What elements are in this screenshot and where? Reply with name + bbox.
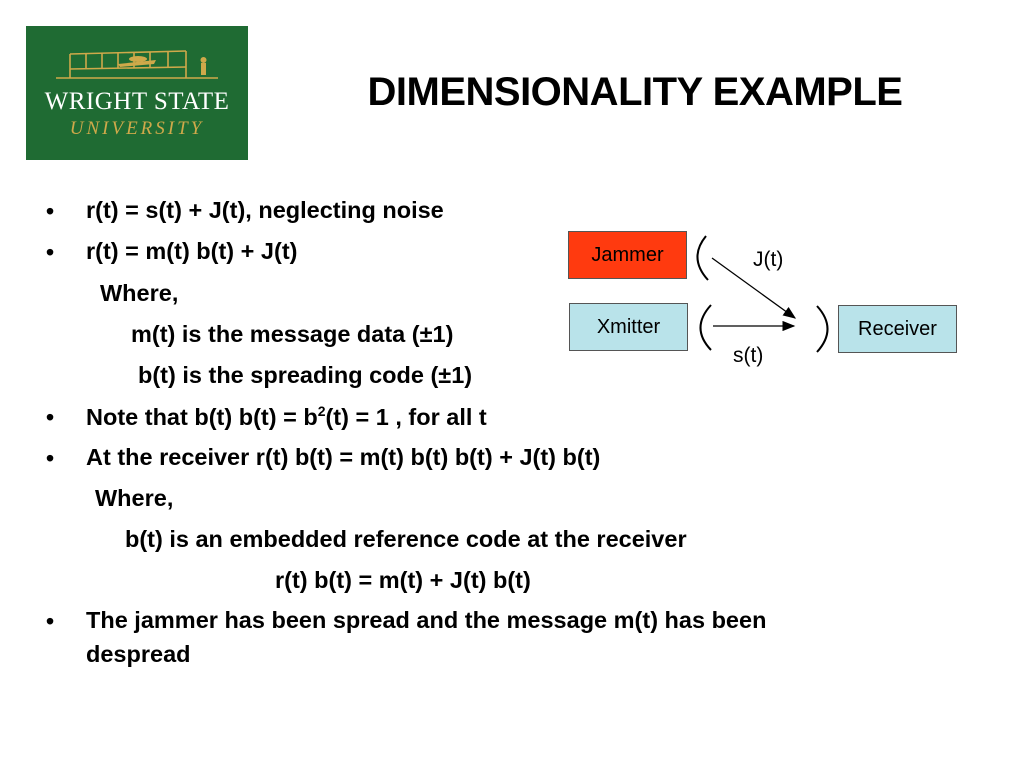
bullet-icon: • xyxy=(46,239,55,265)
body-line-8: Where, xyxy=(95,485,174,511)
wright-flyer-icon xyxy=(56,50,218,79)
transmit-signal-label: s(t) xyxy=(733,344,764,367)
receiver-box: Receiver xyxy=(838,305,957,353)
superscript: 2 xyxy=(317,403,326,419)
body-line-12: despread xyxy=(86,641,191,667)
body-line-11: The jammer has been spread and the messa… xyxy=(86,607,767,633)
body-line-6-pre: Note that b(t) b(t) = b xyxy=(86,403,318,430)
bullet-icon: • xyxy=(46,445,55,471)
receiver-antenna-icon xyxy=(816,305,829,353)
body-line-9: b(t) is an embedded reference code at th… xyxy=(125,526,687,552)
university-logo: WRIGHT STATE UNIVERSITY xyxy=(26,26,248,160)
body-line-10: r(t) b(t) = m(t) + J(t) b(t) xyxy=(275,567,531,593)
xmitter-box: Xmitter xyxy=(569,303,688,351)
logo-wordmark-top: WRIGHT STATE xyxy=(44,88,230,115)
jammer-signal-label: J(t) xyxy=(753,248,784,271)
bullet-icon: • xyxy=(46,198,55,224)
slide-title: DIMENSIONALITY EXAMPLE xyxy=(367,70,903,114)
body-line-5: b(t) is the spreading code (±1) xyxy=(138,362,473,388)
body-line-6: Note that b(t) b(t) = b2(t) = 1 , for al… xyxy=(86,403,487,431)
jammer-antenna-icon xyxy=(696,235,709,281)
body-line-2: r(t) = m(t) b(t) + J(t) xyxy=(86,238,298,264)
body-line-6-post: (t) = 1 , for all t xyxy=(325,403,487,430)
xmitter-antenna-icon xyxy=(699,304,712,351)
body-line-1: r(t) = s(t) + J(t), neglecting noise xyxy=(86,197,444,223)
jammer-box: Jammer xyxy=(568,231,687,279)
body-line-4: m(t) is the message data (±1) xyxy=(131,321,454,347)
body-line-7: At the receiver r(t) b(t) = m(t) b(t) b(… xyxy=(86,444,601,470)
body-line-3: Where, xyxy=(100,280,179,306)
bullet-icon: • xyxy=(46,404,55,430)
logo-wordmark-bottom: UNIVERSITY xyxy=(69,118,205,139)
bullet-icon: • xyxy=(46,608,55,634)
jammer-signal-arrow xyxy=(711,257,797,319)
